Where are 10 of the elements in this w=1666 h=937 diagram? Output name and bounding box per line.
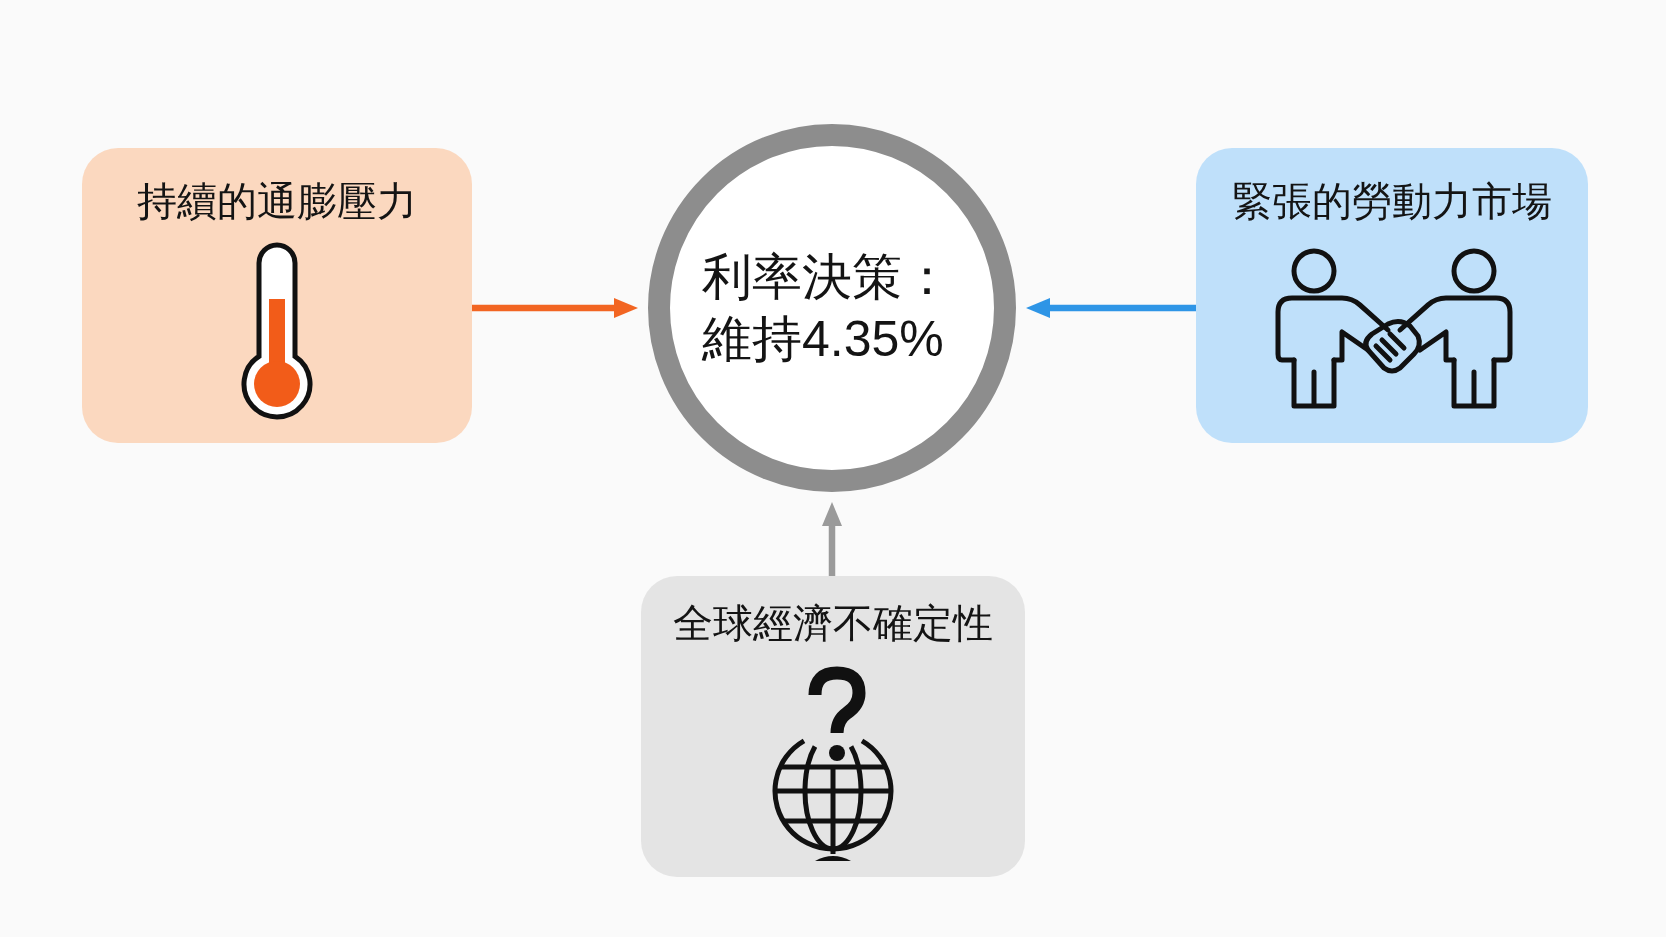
- heading: 緊張的勞動力市場: [1232, 178, 1552, 224]
- arrow: [472, 298, 638, 318]
- arrow: [822, 502, 842, 576]
- arrow: [1026, 298, 1196, 318]
- factor-box: [641, 576, 1025, 877]
- heading: 持續的通膨壓力: [137, 178, 417, 224]
- circle-text: 利率決策：維持4.35%: [702, 248, 953, 369]
- factor-box: [82, 148, 472, 443]
- factor-box: [1196, 148, 1588, 443]
- heading: 全球經濟不確定性: [673, 600, 993, 646]
